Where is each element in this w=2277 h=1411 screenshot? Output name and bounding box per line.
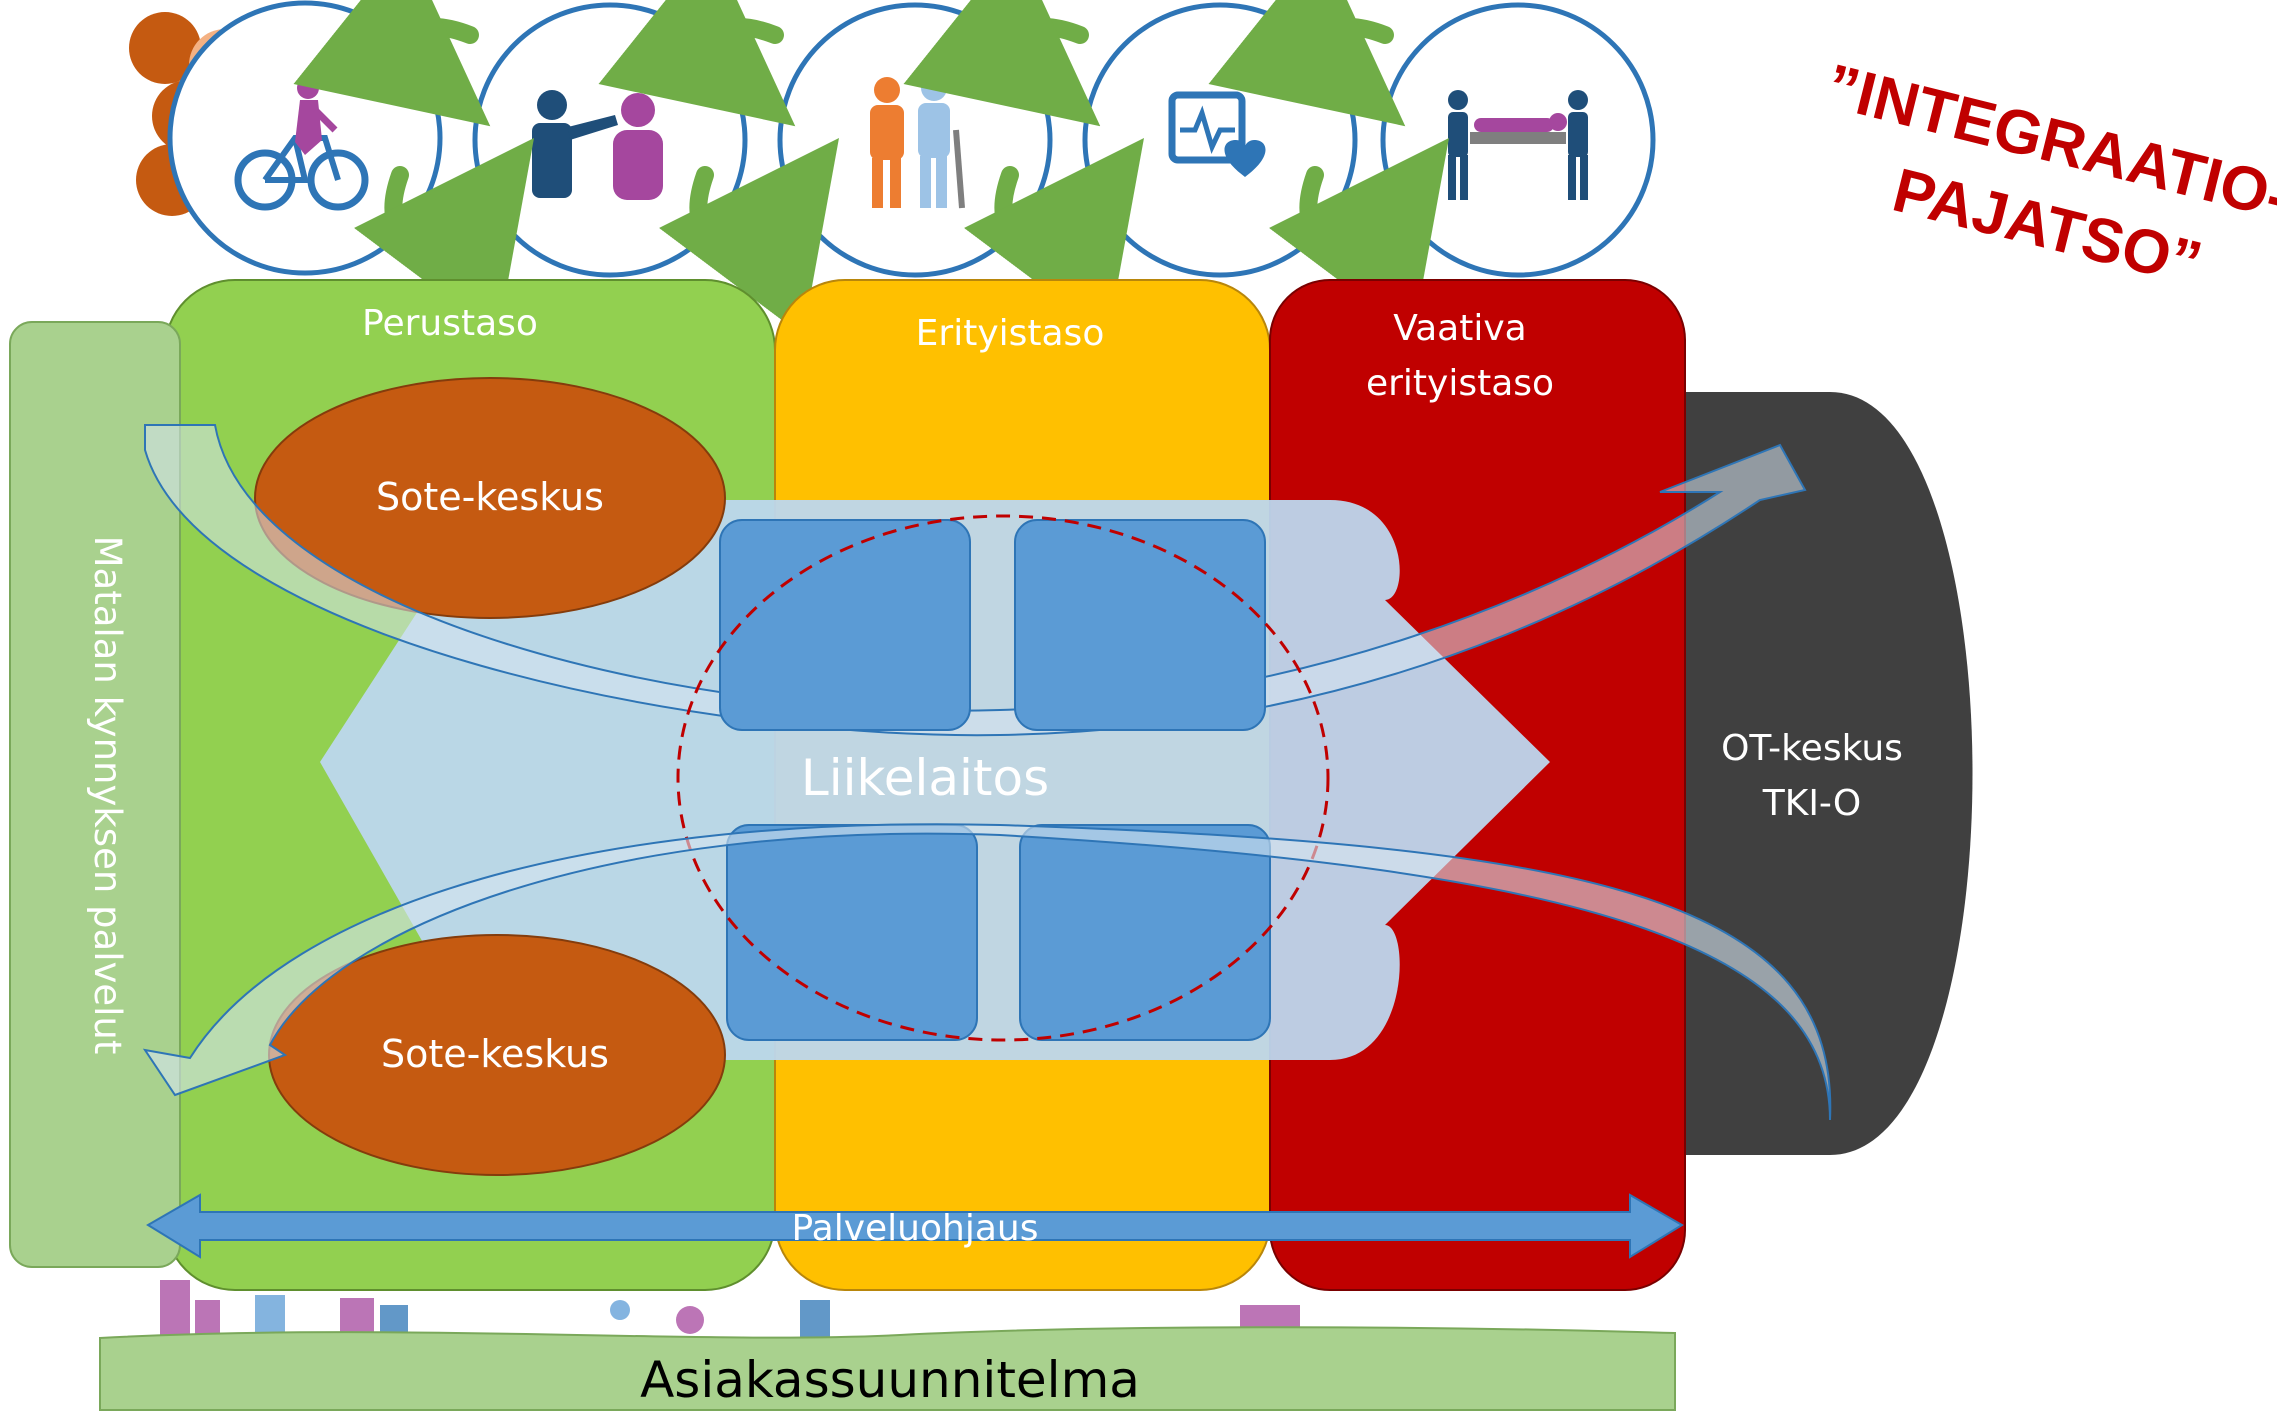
ot-keskus-label-line1: OT-keskus (1721, 728, 1903, 769)
sote-keskus-upper (254, 377, 726, 619)
heart-monitor-icon (1168, 91, 1266, 177)
asiakassuunnitelma-banner (99, 1326, 1676, 1411)
icon-circles-row (167, 0, 1656, 337)
palveluohjaus-arrow (146, 1193, 1684, 1259)
ot-keskus-label-line2: TKI-O (1762, 783, 1862, 824)
palveluohjaus-label: Palveluohjaus (792, 1208, 1039, 1249)
hub-block-bottom-left (726, 824, 978, 1041)
hub-block-bottom-right (1019, 824, 1271, 1041)
sote-keskus-lower-label: Sote-keskus (381, 1032, 609, 1076)
matala-kynnys-column (9, 321, 181, 1268)
liikelaitos-label: Liikelaitos (801, 749, 1049, 807)
diagram-title: ”INTEGRAATIO- PAJATSO” (1820, 52, 2277, 299)
level-vaativa-label-line2: erityistaso (1366, 363, 1554, 404)
level-perustaso-label: Perustaso (362, 303, 538, 344)
flow-arrow-bottom (142, 823, 1832, 1121)
sote-keskus-upper-label: Sote-keskus (376, 475, 604, 519)
level-erityistaso-label: Erityistaso (916, 313, 1105, 354)
matala-kynnys-label: Matalan kynnyksen palvelut (86, 536, 129, 1055)
flow-arrow-top (144, 424, 1807, 737)
hub-block-top-left (719, 519, 971, 731)
cycle-arrows (293, 0, 1450, 337)
level-vaativa-label-line1: Vaativa (1393, 308, 1526, 349)
hub-block-top-right (1014, 519, 1266, 731)
integration-dashed-oval (676, 514, 1330, 1042)
stretcher-patient-icon (1448, 90, 1588, 200)
asiakassuunnitelma-label: Asiakassuunnitelma (640, 1351, 1140, 1409)
